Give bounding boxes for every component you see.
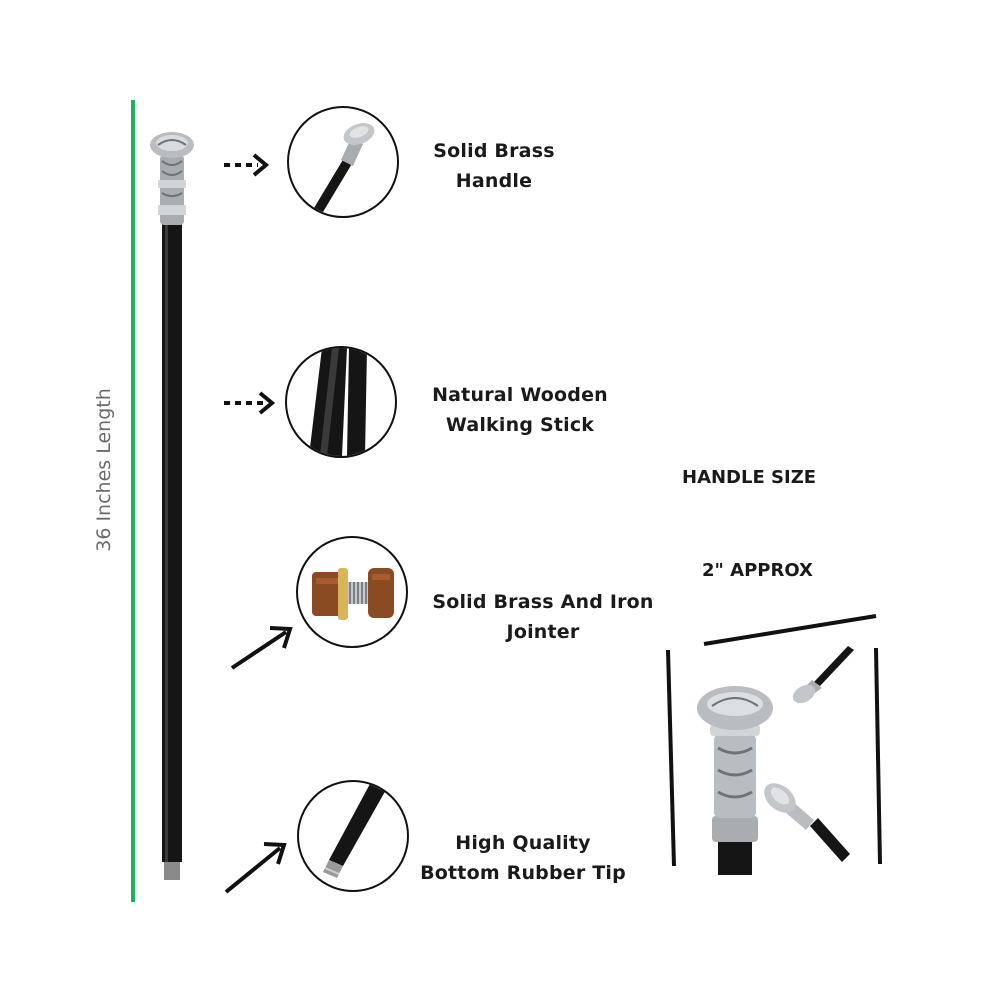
tip-closeup-circle [297,780,409,892]
handle-size-frame [666,614,882,867]
arrow-tip [224,842,287,894]
handle-size-value: 2" APPROX [702,560,813,581]
length-indicator-line [131,100,135,902]
handle-size-title: HANDLE SIZE [682,467,817,488]
feature-shaft-line2: Walking Stick [445,414,595,436]
walking-stick-image [150,132,194,880]
shaft-closeup-circle [285,346,397,458]
dotted-arrow-handle [224,153,270,177]
feature-jointer-line1: Solid Brass And Iron [432,591,654,613]
handle-size-image [697,646,854,875]
feature-jointer-line2: Jointer [506,621,580,643]
feature-label-tip: High Quality Bottom Rubber Tip [412,828,634,888]
feature-handle-line2: Handle [455,170,533,192]
arrow-jointer [230,626,293,670]
handle-closeup-circle [287,106,399,218]
feature-label-jointer: Solid Brass And Iron Jointer [412,587,674,647]
feature-shaft-line1: Natural Wooden [432,384,608,406]
length-label: 36 Inches Length [93,388,115,552]
jointer-closeup-circle [296,536,408,648]
dotted-arrow-shaft [224,391,276,415]
feature-handle-line1: Solid Brass [433,140,555,162]
feature-tip-line2: Bottom Rubber Tip [420,862,626,884]
feature-label-shaft: Natural Wooden Walking Stick [410,380,630,440]
feature-tip-line1: High Quality [455,832,591,854]
feature-label-handle: Solid Brass Handle [400,136,588,196]
